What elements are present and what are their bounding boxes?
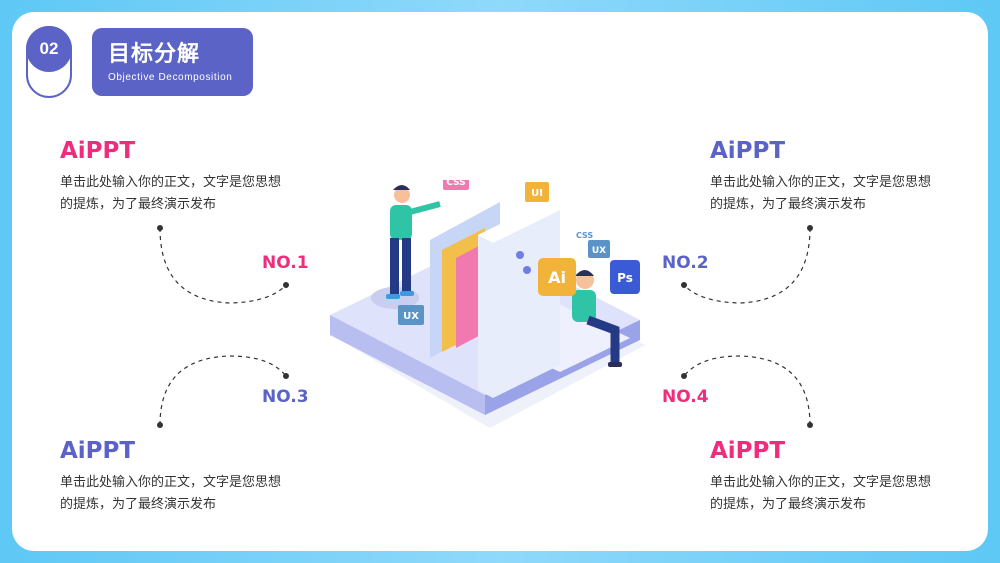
ai-icon-label: Ai <box>548 268 566 287</box>
ui-tag-label: UI <box>531 188 543 199</box>
item-3-label: NO.3 <box>262 387 309 407</box>
item-1: AiPPT 单击此处输入你的正文，文字是您思想 的提炼，为了最终演示发布 <box>60 138 330 216</box>
ps-icon <box>610 260 640 294</box>
section-title-box: 目标分解 Objective Decomposition <box>92 28 253 96</box>
ps-icon-label: Ps <box>617 271 633 285</box>
arc-4-end-dot <box>681 373 687 379</box>
ux-tag-left <box>398 305 424 325</box>
item-1-text-line2: 的提炼，为了最终演示发布 <box>60 197 217 212</box>
item-2-label: NO.2 <box>662 253 709 273</box>
item-2: AiPPT 单击此处输入你的正文，文字是您思想 的提炼，为了最终演示发布 <box>710 138 980 216</box>
section-number: 02 <box>26 26 72 72</box>
item-4-text-line1: 单击此处输入你的正文，文字是您思想 <box>710 475 932 490</box>
arc-1-end-dot <box>283 282 289 288</box>
item-3-text-line1: 单击此处输入你的正文，文字是您思想 <box>60 475 282 490</box>
item-2-text: 单击此处输入你的正文，文字是您思想 的提炼，为了最终演示发布 <box>710 172 980 216</box>
item-4-heading: AiPPT <box>710 438 786 464</box>
css-tag-pink <box>443 180 469 190</box>
item-2-heading: AiPPT <box>710 138 786 164</box>
item-1-text-line1: 单击此处输入你的正文，文字是您思想 <box>60 175 282 190</box>
item-3-text: 单击此处输入你的正文，文字是您思想 的提炼，为了最终演示发布 <box>60 472 330 516</box>
css-small-label: CSS <box>576 231 593 240</box>
item-4: AiPPT 单击此处输入你的正文，文字是您思想 的提炼，为了最终演示发布 <box>710 438 980 516</box>
arc-2-end-dot <box>681 282 687 288</box>
item-1-text: 单击此处输入你的正文，文字是您思想 的提炼，为了最终演示发布 <box>60 172 330 216</box>
arc-1 <box>159 227 287 304</box>
item-1-heading: AiPPT <box>60 138 136 164</box>
arc-2-start-dot <box>807 225 813 231</box>
item-4-text: 单击此处输入你的正文，文字是您思想 的提炼，为了最终演示发布 <box>710 472 980 516</box>
ux-tag-left-label: UX <box>403 311 419 322</box>
section-title: 目标分解 <box>108 42 201 67</box>
arc-3-start-dot <box>157 422 163 428</box>
item-3-text-line2: 的提炼，为了最终演示发布 <box>60 497 217 512</box>
standing-person <box>386 185 441 299</box>
item-2-text-line1: 单击此处输入你的正文，文字是您思想 <box>710 175 932 190</box>
item-3-heading: AiPPT <box>60 438 136 464</box>
item-4-text-line2: 的提炼，为了最终演示发布 <box>710 497 867 512</box>
arc-1-start-dot <box>157 225 163 231</box>
ui-tag <box>525 182 549 202</box>
item-3: AiPPT 单击此处输入你的正文，文字是您思想 的提炼，为了最终演示发布 <box>60 438 330 516</box>
item-4-label: NO.4 <box>662 387 709 407</box>
platform-left <box>330 315 485 415</box>
section-subtitle: Objective Decomposition <box>108 72 233 83</box>
center-illustration: CSS UI UX Ai Ps CSS UX <box>330 180 645 428</box>
arc-4 <box>683 355 811 426</box>
ux-tag-right-label: UX <box>592 246 606 256</box>
ux-tag-right <box>588 240 610 258</box>
css-tag-label: CSS <box>446 180 465 188</box>
arc-2 <box>683 227 811 304</box>
arc-3-end-dot <box>283 373 289 379</box>
arc-4-start-dot <box>807 422 813 428</box>
ai-icon <box>538 258 576 296</box>
arc-3 <box>159 355 287 426</box>
item-1-label: NO.1 <box>262 253 309 273</box>
item-2-text-line2: 的提炼，为了最终演示发布 <box>710 197 867 212</box>
sitting-person <box>572 270 622 367</box>
